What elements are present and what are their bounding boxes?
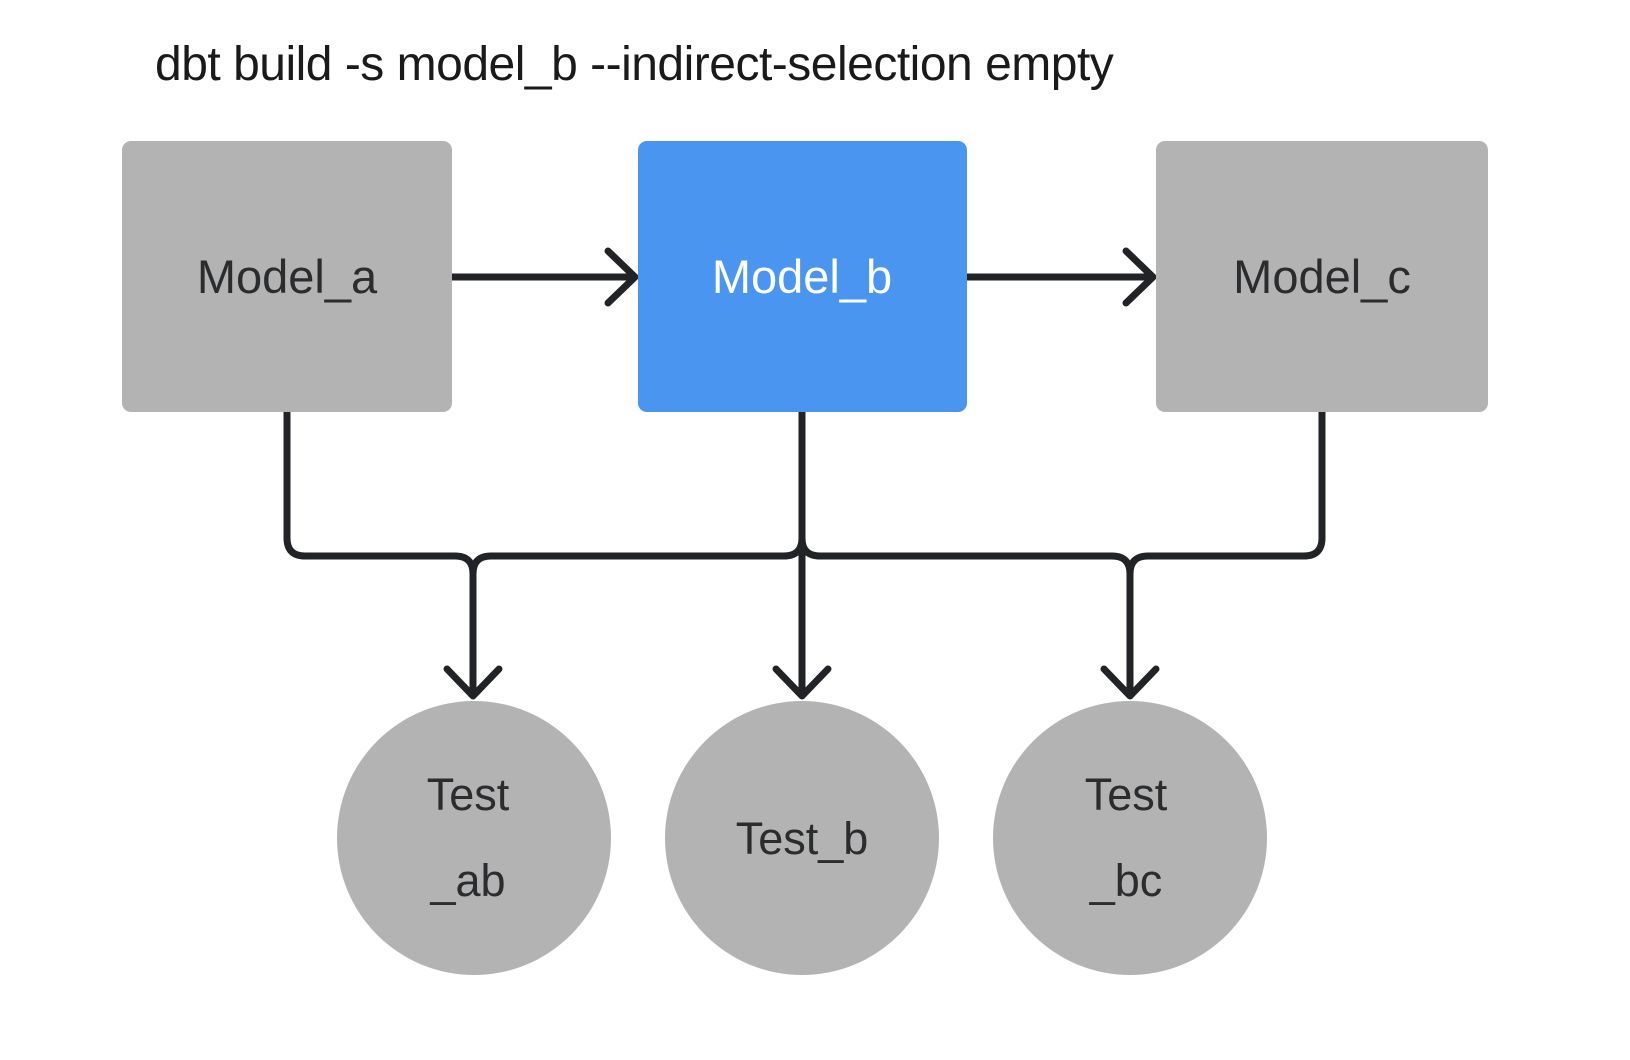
node-test-b-label: Test_b [736, 813, 869, 864]
node-test-b [665, 701, 939, 975]
node-test-bc-label-line2: _bc [1089, 855, 1163, 906]
node-test-ab-label-line2: _ab [429, 855, 505, 906]
node-model-a-label: Model_a [197, 250, 378, 303]
node-model-c [1156, 141, 1488, 412]
node-test-bc-label-line1: Test [1085, 769, 1168, 820]
node-model-b-label: Model_b [712, 250, 892, 303]
edge-model-a-to-test-ab [283, 408, 477, 696]
arrowhead-test-ab-icon [443, 665, 503, 700]
node-test-ab-label-line1: Test [427, 769, 510, 820]
command-title: dbt build -s model_b --indirect-selectio… [155, 38, 1114, 91]
arrowhead-model-b-icon [604, 247, 639, 307]
edges-layer [283, 247, 1326, 700]
edge-model-b-to-test-bc [798, 408, 1134, 696]
test-nodes-layer: Test _ab Test_b Test _bc [337, 701, 1267, 975]
arrowhead-test-b-icon [772, 665, 832, 700]
edge-model-c-to-test-bc [1126, 408, 1326, 696]
node-model-a [122, 141, 452, 412]
node-test-bc [993, 701, 1267, 975]
model-nodes-layer: Model_a Model_b Model_c [122, 141, 1488, 412]
arrowhead-model-c-icon [1122, 247, 1157, 307]
node-model-c-label: Model_c [1233, 250, 1411, 303]
arrowhead-test-bc-icon [1100, 665, 1160, 700]
node-test-ab [337, 701, 611, 975]
node-model-b [638, 141, 967, 412]
edge-model-b-to-test-ab [469, 408, 806, 696]
